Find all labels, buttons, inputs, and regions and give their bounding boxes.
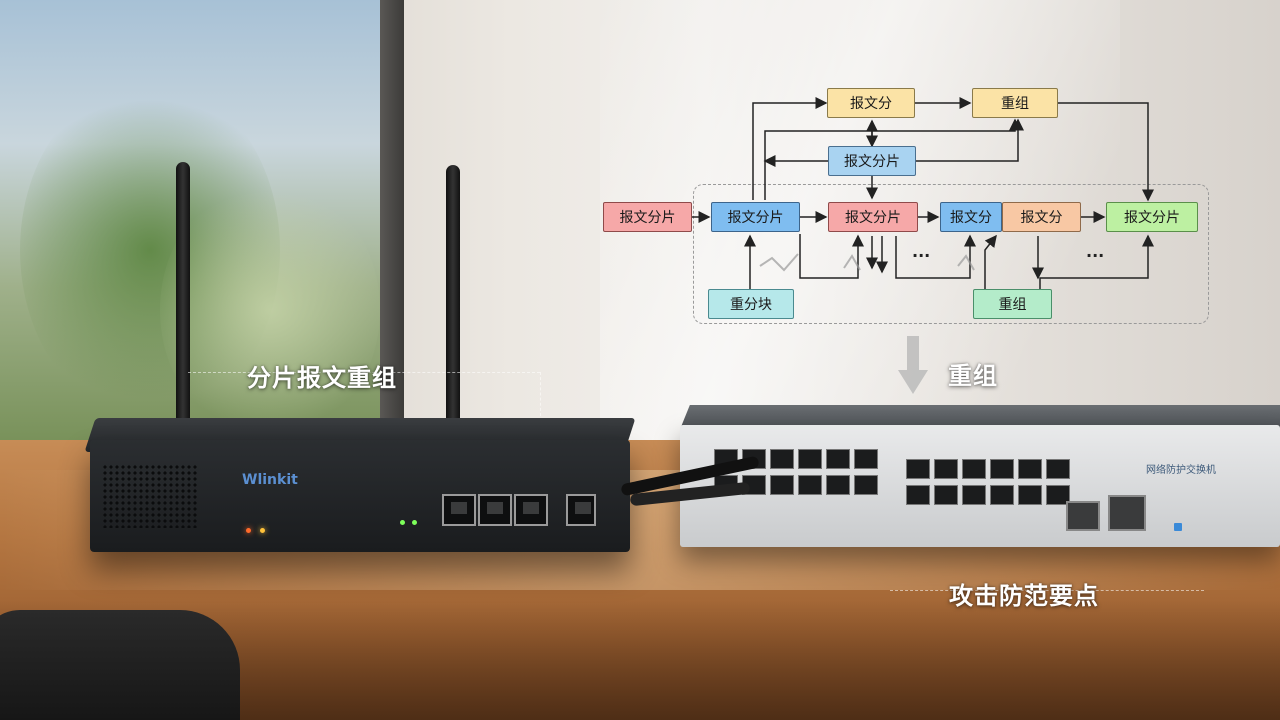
diagram-node-mid-top: 报文分片 — [828, 146, 916, 176]
switch-port[interactable] — [934, 459, 958, 479]
router-port-3[interactable] — [514, 494, 548, 526]
switch-led — [1174, 523, 1182, 531]
diagram-ellipsis: ··· — [912, 246, 931, 265]
down-arrow-icon — [898, 336, 928, 394]
diagram-node-row-3: 报文分片 — [828, 202, 918, 232]
router-led-status — [260, 528, 265, 533]
caption-guide-line — [540, 372, 541, 416]
router-port-2[interactable] — [478, 494, 512, 526]
router-brand-logo: Wlinkit — [242, 472, 298, 488]
window-frame — [380, 0, 404, 470]
switch-sfp-port-1[interactable] — [1066, 501, 1100, 531]
router-port-1[interactable] — [442, 494, 476, 526]
switch-port[interactable] — [962, 485, 986, 505]
switch-port[interactable] — [854, 475, 878, 495]
switch-port[interactable] — [990, 459, 1014, 479]
switch-port[interactable] — [826, 475, 850, 495]
caption-guide-line — [188, 372, 540, 373]
plant-highlight — [160, 180, 380, 440]
caption-attack-prevention: 攻击防范要点 — [949, 582, 1099, 610]
diagram-node-row-1: 报文分片 — [603, 202, 692, 232]
router-antenna-right — [446, 165, 460, 425]
router-antenna-left — [176, 162, 190, 432]
caption-guide-line — [890, 590, 1204, 591]
switch-port[interactable] — [1046, 485, 1070, 505]
switch-port-group-2 — [906, 459, 1070, 505]
switch-port[interactable] — [798, 475, 822, 495]
network-switch: 网络防护交换机 — [680, 425, 1280, 547]
switch-port[interactable] — [854, 449, 878, 469]
diagram-ellipsis: ··· — [1086, 246, 1105, 265]
switch-port[interactable] — [1018, 485, 1042, 505]
router-wan-port[interactable] — [566, 494, 596, 526]
diagram-node-row-2: 报文分片 — [711, 202, 800, 232]
switch-sfp-port-2[interactable] — [1108, 495, 1146, 531]
caption-fragment-reassembly: 分片报文重组 — [247, 364, 397, 392]
switch-port[interactable] — [962, 459, 986, 479]
diagram-node-bottom-left: 重分块 — [708, 289, 794, 319]
router-port-led — [400, 520, 405, 525]
router-vent — [102, 464, 198, 528]
switch-brand-label: 网络防护交换机 — [1146, 465, 1216, 476]
diagram-node-row-4a: 报文分 — [940, 202, 1002, 232]
diagram-node-top-right: 重组 — [972, 88, 1058, 118]
switch-port[interactable] — [934, 485, 958, 505]
switch-port[interactable] — [906, 459, 930, 479]
switch-port[interactable] — [906, 485, 930, 505]
switch-port[interactable] — [770, 475, 794, 495]
switch-port[interactable] — [770, 449, 794, 469]
diagram-node-row-4b: 报文分 — [1002, 202, 1081, 232]
diagram-node-row-5: 报文分片 — [1106, 202, 1198, 232]
diagram-node-bottom-right: 重组 — [973, 289, 1052, 319]
switch-port[interactable] — [798, 449, 822, 469]
caption-reassembly: 重组 — [948, 362, 998, 390]
switch-port[interactable] — [1018, 459, 1042, 479]
router: Wlinkit — [90, 440, 630, 552]
switch-port[interactable] — [826, 449, 850, 469]
switch-port[interactable] — [1046, 459, 1070, 479]
diagram-node-top-left: 报文分 — [827, 88, 915, 118]
switch-port-group-1 — [714, 449, 878, 495]
chair-back — [0, 610, 240, 720]
router-port-led — [412, 520, 417, 525]
router-led-power — [246, 528, 251, 533]
switch-port[interactable] — [990, 485, 1014, 505]
